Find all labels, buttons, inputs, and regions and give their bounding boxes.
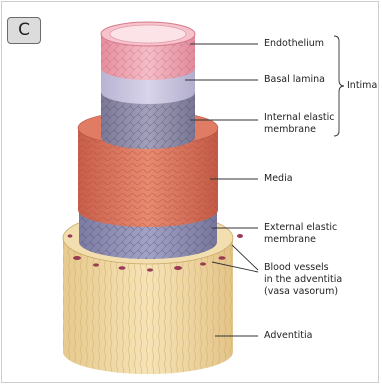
label-endothelium: Endothelium — [264, 38, 324, 50]
label-vasa-line3: (vasa vasorum) — [264, 286, 338, 298]
label-media: Media — [264, 173, 293, 185]
label-basal-lamina: Basal lamina — [264, 74, 325, 86]
leader-vasa-2 — [232, 245, 258, 270]
label-external-elastic-line1: External elastic — [264, 222, 337, 234]
label-internal-elastic-line1: Internal elastic — [264, 112, 334, 124]
label-intima: Intima — [347, 80, 377, 92]
label-vasa-line1: Blood vessels — [264, 262, 329, 274]
label-external-elastic-line2: membrane — [264, 234, 316, 246]
label-vasa-line2: in the adventitia — [264, 274, 342, 286]
label-adventitia: Adventitia — [264, 330, 312, 342]
intima-bracket — [334, 36, 344, 136]
endothelium-layer — [101, 22, 195, 80]
label-internal-elastic-line2: membrane — [264, 124, 316, 136]
panel-label: C — [7, 17, 41, 44]
